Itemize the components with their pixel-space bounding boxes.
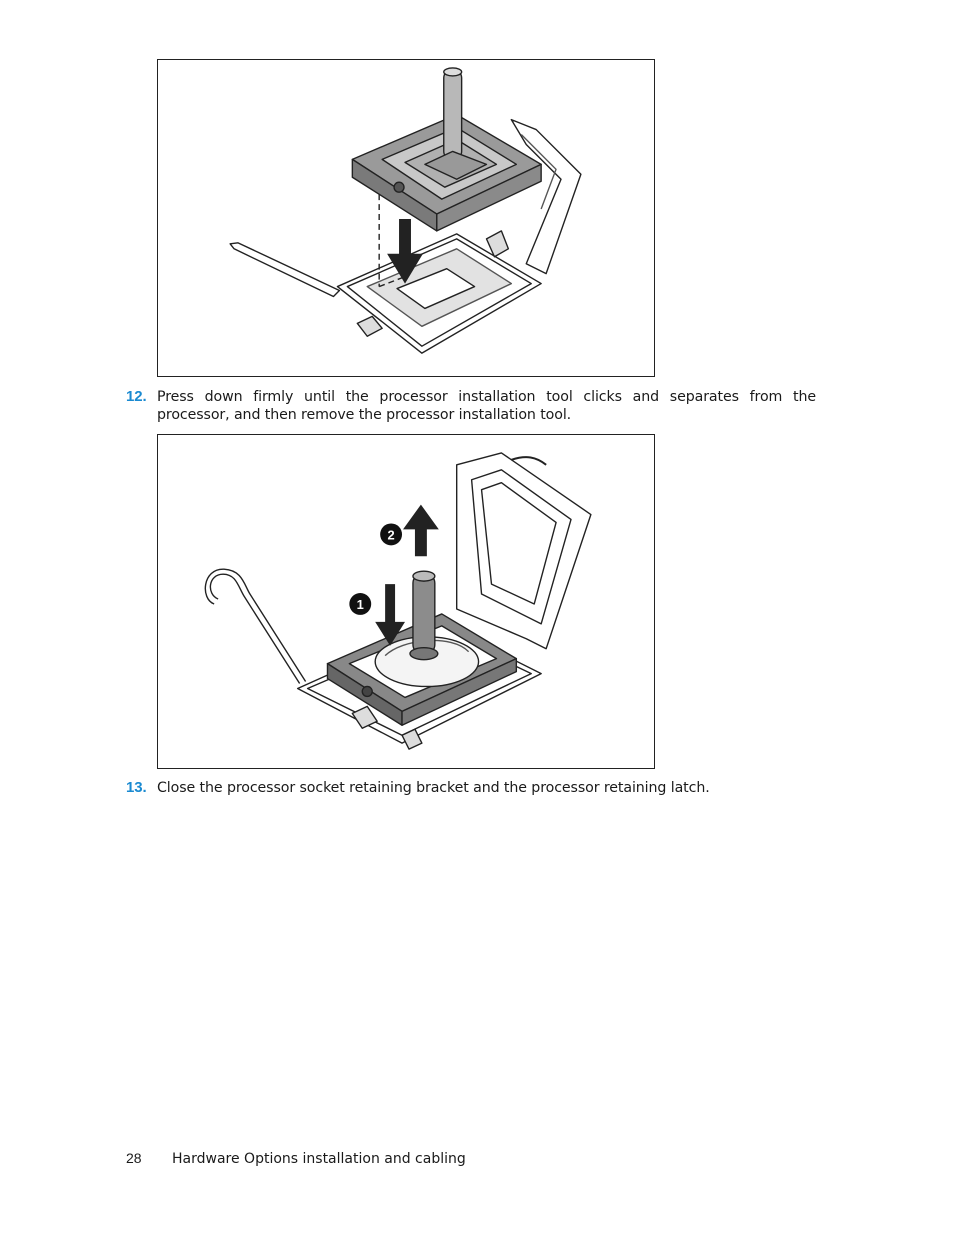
illustration-tool-removal: 1 2 [157, 434, 655, 769]
step-number: 12. [126, 388, 147, 405]
step-12: 12. Press down firmly until the processo… [126, 388, 816, 424]
step-text: Close the processor socket retaining bra… [157, 780, 710, 796]
socket-insertion-drawing [229, 67, 582, 354]
step-13: 13. Close the processor socket retaining… [126, 779, 816, 797]
callout-2: 2 [380, 523, 403, 546]
callout-1: 1 [349, 593, 372, 615]
down-arrow-icon [387, 218, 423, 284]
step-number: 13. [126, 779, 147, 796]
callout-2-label: 2 [387, 527, 394, 542]
callout-1-label: 1 [357, 597, 364, 612]
page-number: 28 [126, 1150, 142, 1166]
illustration-processor-insertion [157, 59, 655, 377]
up-arrow-icon [403, 504, 439, 557]
down-arrow-icon [375, 584, 406, 646]
tool-removal-drawing: 1 2 [204, 452, 592, 750]
footer-section-title: Hardware Options installation and cablin… [172, 1151, 466, 1167]
step-text: Press down firmly until the processor in… [157, 389, 816, 423]
